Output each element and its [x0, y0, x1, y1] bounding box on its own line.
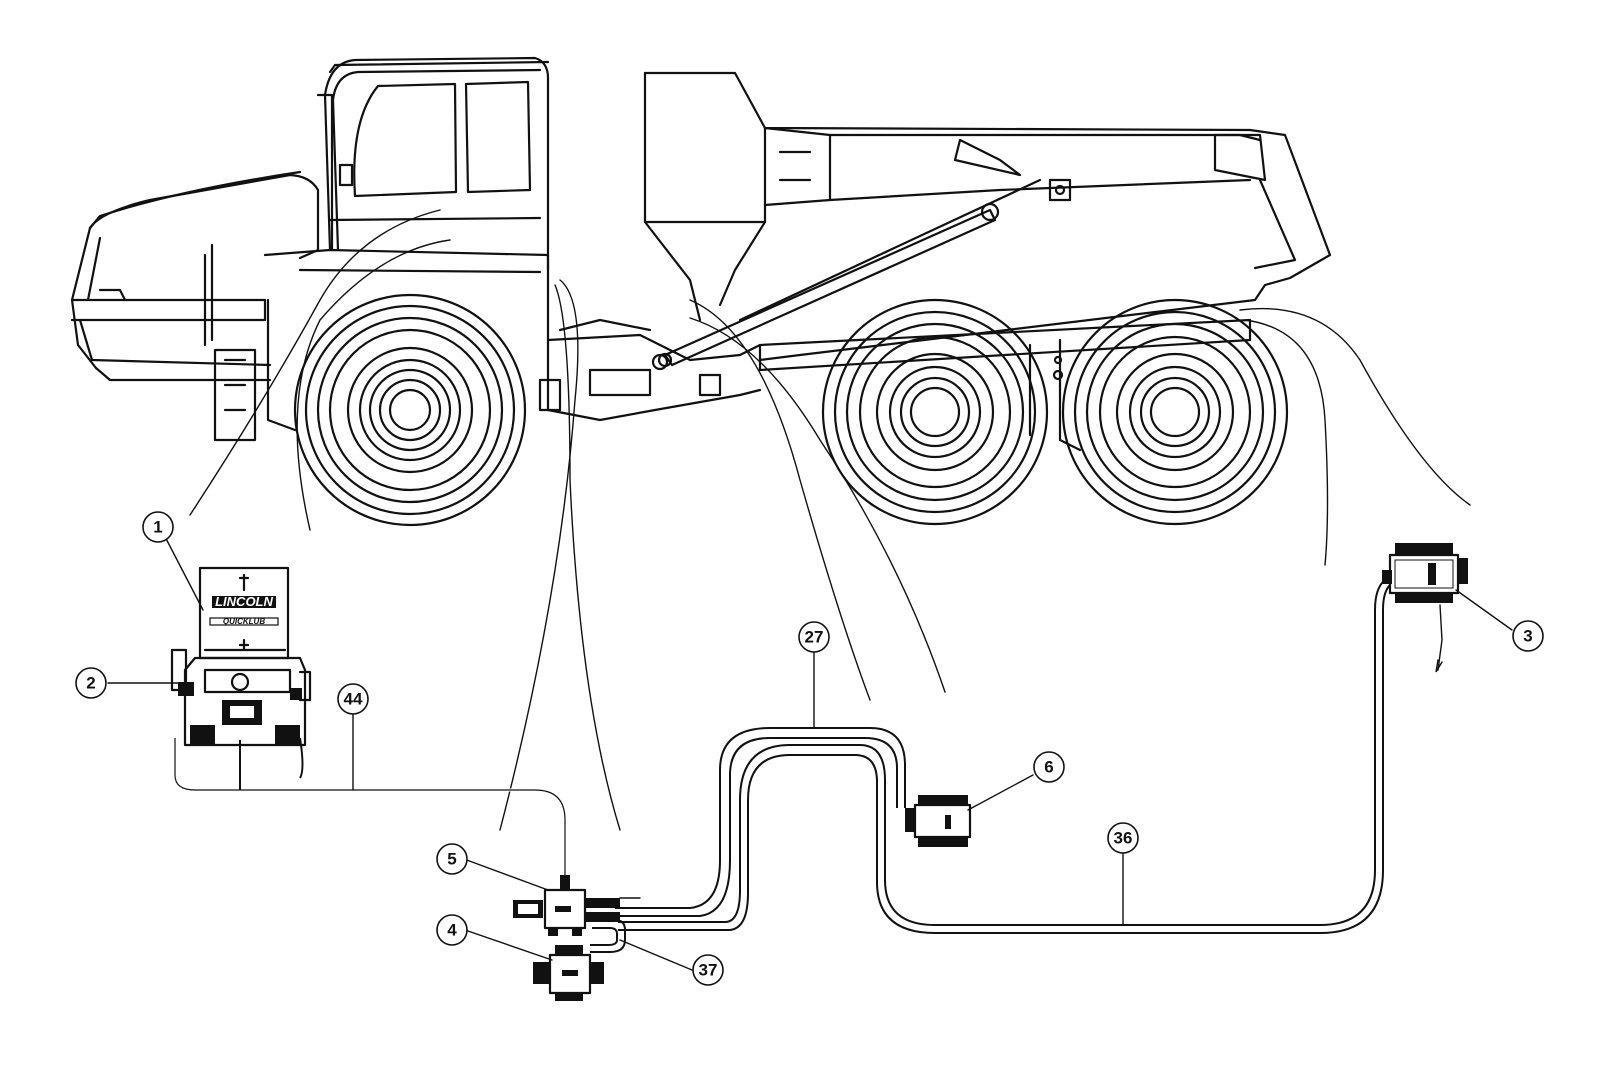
callout-44: 44: [337, 683, 369, 715]
hoist-cylinder: [657, 178, 1042, 368]
callout-37: 37: [692, 954, 724, 986]
callout-6: 6: [1033, 751, 1065, 783]
main-divider-block: [513, 875, 641, 936]
callout-5: 5: [436, 843, 468, 875]
callout-44-label: 44: [344, 690, 363, 709]
dump-body: [643, 71, 1332, 362]
truck-cab: [316, 56, 550, 272]
callout-4: 4: [436, 914, 468, 946]
secondary-divider-block: [533, 945, 604, 1001]
hoses: [173, 579, 1391, 953]
callout-27-label: 27: [805, 628, 824, 647]
rear-wheel-middle: [821, 298, 1049, 526]
truck-hood: [70, 170, 320, 382]
callout-3: 3: [1512, 620, 1544, 652]
callout-3-label: 3: [1523, 627, 1532, 646]
callout-5-label: 5: [447, 850, 456, 869]
callout-2: 2: [75, 667, 107, 699]
callout-6-label: 6: [1044, 758, 1053, 777]
leader-lines: [107, 526, 1513, 971]
front-wheel: [293, 293, 527, 527]
callout-4-label: 4: [447, 921, 457, 940]
callout-1-label: 1: [153, 518, 162, 537]
pump-brand-subtitle: QUICKLUB: [223, 617, 265, 626]
callout-2-label: 2: [86, 674, 95, 693]
grease-feed-lines: [189, 209, 1471, 831]
pump-brand-name: LINCOLN: [215, 594, 273, 609]
lincoln-pump: LINCOLN QUICKLUB: [170, 566, 312, 759]
articulated-dump-truck: [70, 56, 1332, 527]
rear-divider-block: [1382, 543, 1468, 673]
callout-27: 27: [798, 621, 830, 653]
callout-36: 36: [1107, 822, 1139, 854]
callout-1: 1: [142, 511, 174, 543]
rear-wheel-back: [1061, 298, 1289, 526]
callout-36-label: 36: [1114, 829, 1133, 848]
callout-37-label: 37: [699, 961, 718, 980]
front-frame: [213, 216, 550, 442]
center-divider-block: [905, 795, 972, 847]
